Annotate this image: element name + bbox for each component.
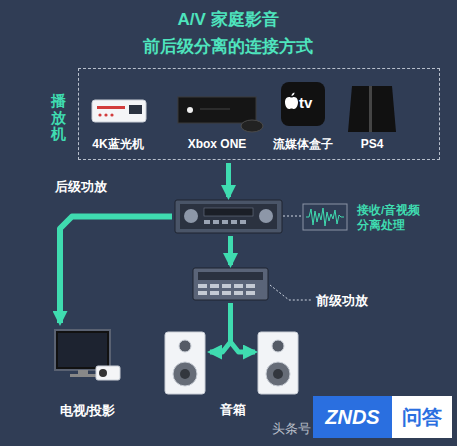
node-label: 音箱 [220, 402, 246, 418]
logo-box [392, 396, 452, 438]
display-box: 电视/投影 [50, 326, 125, 421]
node-label: PS4 [361, 136, 384, 152]
waveform-icon [303, 204, 347, 230]
bluray-icon [92, 100, 146, 122]
node-label: 4K蓝光机 [92, 136, 143, 152]
receiver-icon [175, 200, 282, 233]
xbox-icon [178, 97, 263, 132]
connector-path [228, 236, 233, 265]
connector-arrow [210, 303, 255, 352]
connector-path [231, 342, 256, 352]
player-box: Xbox ONE [175, 80, 259, 154]
connector-path [60, 217, 172, 324]
logo-text: tv [299, 94, 312, 111]
connector-arrow [60, 217, 172, 324]
leader-line [283, 216, 302, 217]
node-label: 电视/投影 [60, 403, 115, 419]
node-label: Xbox ONE [188, 136, 247, 152]
amplifier-box: 后级功放 [175, 200, 282, 233]
preamp-icon [193, 268, 268, 300]
watermark: 头条号 [272, 421, 311, 437]
node-label: 后级功放 [55, 179, 107, 195]
player-box: PS4 [344, 80, 400, 154]
connector-path [226, 163, 231, 197]
amplifier-box: 前级功放 [193, 268, 268, 300]
node-label: 流媒体盒子 [273, 136, 333, 152]
connector-arrow [230, 236, 231, 265]
player-box: 4K蓝光机 [85, 80, 151, 154]
watermark-logo: 问答 [392, 396, 452, 438]
connector-path [210, 303, 231, 352]
vertical-heading: 播放机 [51, 93, 66, 143]
logo-box [313, 396, 392, 438]
ps4-icon [348, 86, 396, 132]
apple-tv-icon [281, 82, 325, 126]
player-box: 流媒体盒子 [269, 80, 337, 154]
speaker-icon [165, 332, 298, 394]
watermark-logo: ZNDS [313, 396, 392, 438]
node-label: 前级功放 [316, 293, 368, 309]
leader-line [270, 285, 312, 300]
connector-arrow [228, 163, 229, 197]
speaker-box: 音箱 [160, 330, 305, 420]
annotation: 接收/音视频 分离处理 [357, 203, 437, 233]
group-box: 播放机4K蓝光机Xbox ONE流媒体盒子PS4 [78, 68, 440, 160]
title: A/V 家庭影音 前后级分离的连接方式 [128, 6, 328, 60]
tv-icon [55, 330, 120, 380]
